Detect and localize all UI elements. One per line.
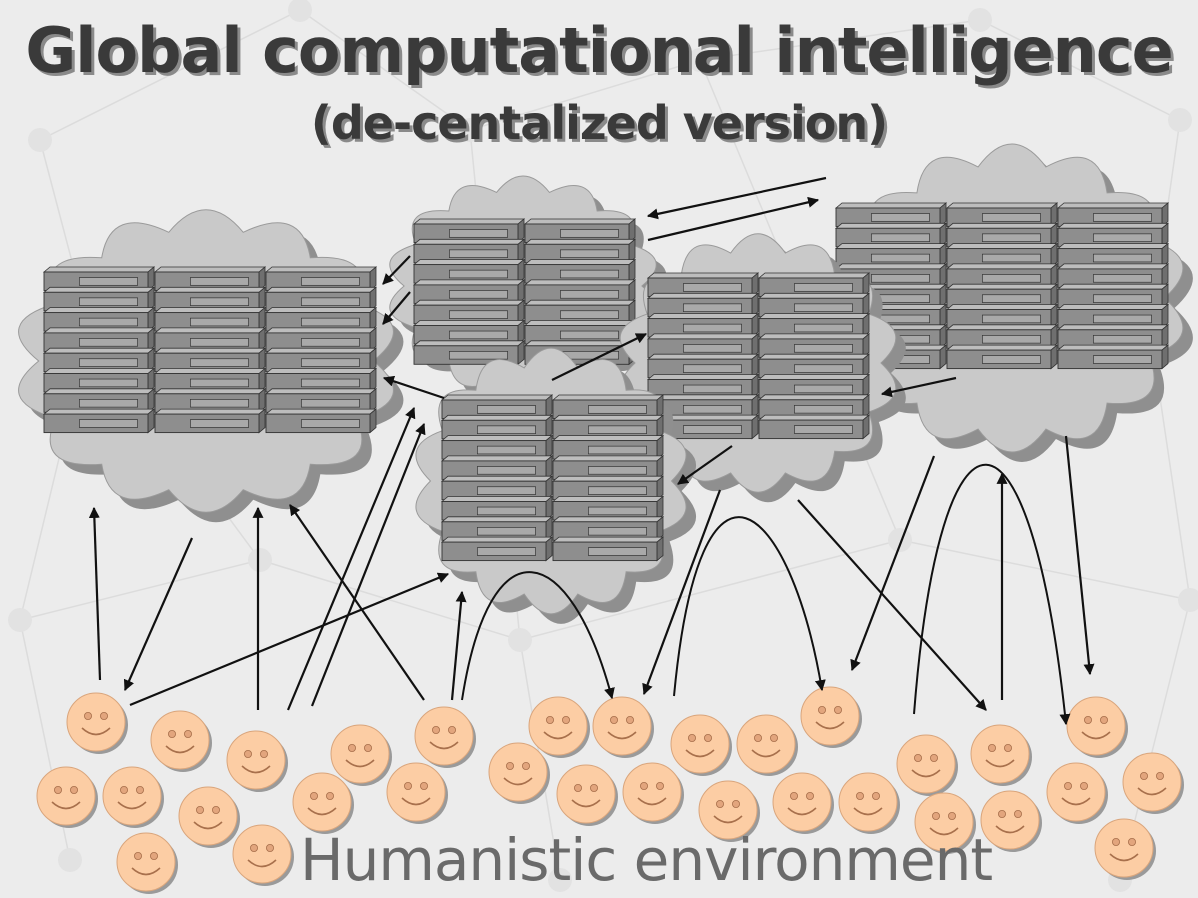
- server-rack-icon: [42, 266, 378, 434]
- flow-arrow: [310, 422, 426, 707]
- flow-arrow: [551, 333, 647, 381]
- smiley-face-icon: [670, 714, 732, 776]
- smiley-face-icon: [592, 696, 654, 758]
- flow-arrow: [677, 445, 733, 485]
- cloud-right: [834, 143, 1193, 462]
- smiley-face-icon: [1122, 752, 1184, 814]
- smiley-face-icon: [980, 790, 1042, 852]
- smiley-face-icon: [772, 772, 834, 834]
- people-layer: [36, 686, 1184, 894]
- smiley-face-icon: [292, 772, 354, 834]
- smiley-face-icon: [488, 742, 550, 804]
- smiley-face-icon: [386, 762, 448, 824]
- flow-arrow: [88, 506, 102, 681]
- smiley-face-icon: [178, 786, 240, 848]
- smiley-face-icon: [698, 780, 760, 842]
- smiley-face-icon: [36, 766, 98, 828]
- humanistic-environment-label: Humanistic environment: [300, 826, 993, 894]
- flow-arrow: [642, 489, 722, 696]
- smiley-face-icon: [914, 792, 976, 854]
- flow-arrow: [880, 376, 957, 398]
- cloud-layer: [18, 143, 1193, 624]
- smiley-face-icon: [528, 696, 590, 758]
- smiley-face-icon: [150, 710, 212, 772]
- smiley-face-icon: [102, 766, 164, 828]
- smiley-face-icon: [896, 734, 958, 796]
- smiley-face-icon: [556, 764, 618, 826]
- smiley-face-icon: [1046, 762, 1108, 824]
- smiley-face-icon: [970, 724, 1032, 786]
- flow-arrow: [1064, 435, 1095, 676]
- flow-arrow: [461, 571, 615, 701]
- flow-arrow: [382, 375, 445, 400]
- flow-arrow: [286, 406, 416, 711]
- flow-arrow: [646, 176, 827, 220]
- cloud-center: [415, 347, 697, 624]
- smiley-face-icon: [414, 706, 476, 768]
- arrow-layer: [88, 176, 1095, 726]
- flow-arrow: [913, 463, 1071, 726]
- smiley-face-icon: [116, 832, 178, 894]
- smiley-face-icon: [622, 762, 684, 824]
- server-rack-icon: [440, 394, 665, 562]
- flow-arrow: [450, 590, 467, 701]
- flow-arrow: [797, 499, 987, 711]
- flow-arrow: [289, 504, 425, 701]
- smiley-face-icon: [1066, 696, 1128, 758]
- cloud-top-mid: [389, 175, 667, 406]
- smiley-face-icon: [330, 724, 392, 786]
- smiley-face-icon: [1094, 818, 1156, 880]
- flow-arrow: [382, 291, 411, 325]
- smiley-face-icon: [66, 692, 128, 754]
- page-subtitle: (de-centalized version): [310, 96, 888, 150]
- cloud-left: [18, 209, 404, 523]
- server-rack-icon: [646, 272, 871, 440]
- flow-arrow: [647, 196, 820, 242]
- flow-arrow: [129, 572, 450, 707]
- page-title: Global computational intelligence: [25, 14, 1173, 87]
- smiley-face-icon: [800, 686, 862, 748]
- server-rack-icon: [834, 202, 1170, 370]
- flow-arrow: [123, 537, 194, 692]
- smiley-face-icon: [838, 772, 900, 834]
- smiley-face-icon: [226, 730, 288, 792]
- flow-arrow: [382, 255, 411, 285]
- flow-arrow: [673, 516, 826, 697]
- cloud-mid-right: [619, 233, 906, 503]
- smiley-face-icon: [736, 714, 798, 776]
- smiley-face-icon: [232, 824, 294, 886]
- flow-arrow: [850, 455, 936, 672]
